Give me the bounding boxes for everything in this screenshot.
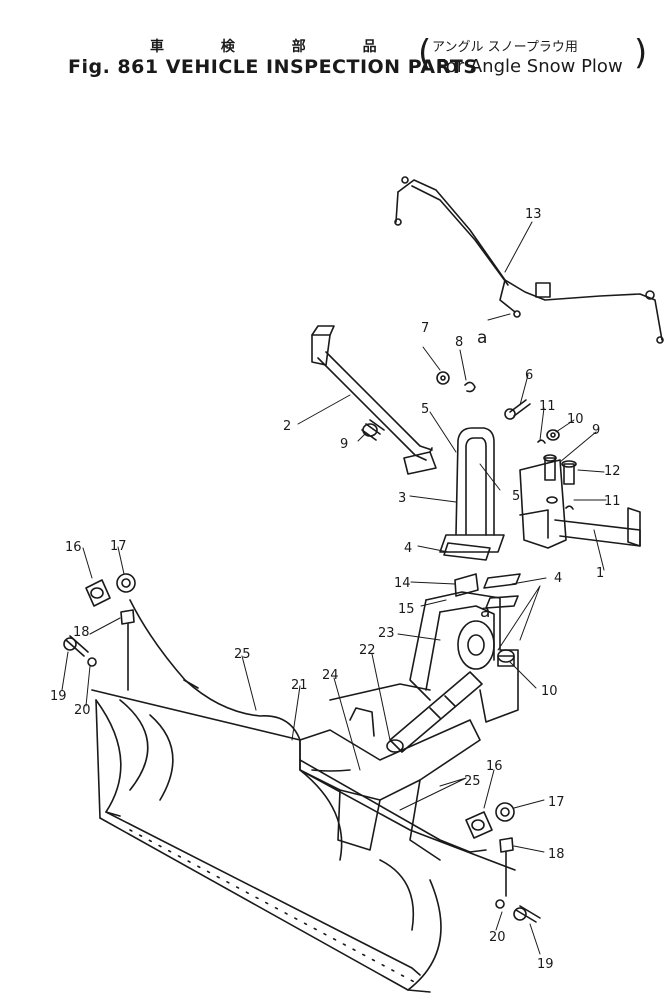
- callout-17: 17: [110, 539, 127, 554]
- callout-11b: 11: [604, 494, 621, 509]
- callout-1: 1: [596, 566, 604, 581]
- callout-4: 4: [404, 541, 412, 556]
- bolt-nut-washer-set: [361, 371, 577, 609]
- callout-17b: 17: [548, 795, 565, 810]
- callout-2: 2: [283, 419, 291, 434]
- callout-18b: 18: [548, 847, 565, 862]
- connector-marker-a-2: a: [480, 602, 490, 622]
- callout-9: 9: [340, 437, 348, 452]
- callout-20: 20: [74, 703, 91, 718]
- japanese-title: 車 検 部 品: [150, 39, 403, 55]
- callout-19: 19: [50, 689, 67, 704]
- callout-21: 21: [291, 678, 308, 693]
- callout-9b: 9: [592, 423, 600, 438]
- callout-22: 22: [359, 643, 376, 658]
- wiring-harness: [394, 176, 664, 344]
- callout-16b: 16: [486, 759, 503, 774]
- callout-24: 24: [322, 668, 339, 683]
- close-paren: ): [634, 33, 648, 73]
- figure-subtitle: For Angle Snow Plow: [436, 56, 623, 77]
- callout-20b: 20: [489, 930, 506, 945]
- callout-11: 11: [539, 399, 556, 414]
- callout-13: 13: [525, 207, 542, 222]
- hydraulic-cylinder: [329, 671, 483, 753]
- callout-8: 8: [455, 335, 463, 350]
- callout-16: 16: [65, 540, 82, 555]
- callout-15: 15: [398, 602, 415, 617]
- mirror-bracket: [311, 325, 437, 475]
- callout-25: 25: [234, 647, 251, 662]
- callout-10b: 10: [541, 684, 558, 699]
- callout-6: 6: [525, 368, 533, 383]
- callout-25b: 25: [464, 774, 481, 789]
- part-callouts: 1 2 3 4 4 5 5 6 7 8 9 9 10 10 11 11 12 1…: [50, 207, 621, 972]
- callout-5b: 5: [512, 489, 520, 504]
- u-bracket: [439, 427, 505, 553]
- snow-plow-blade: [91, 689, 516, 993]
- callout-4b: 4: [554, 571, 562, 586]
- japanese-subtitle: アングル スノープラウ用: [432, 40, 578, 55]
- open-paren: (: [418, 33, 432, 73]
- callout-7: 7: [421, 321, 429, 336]
- plow-frame-mount: [409, 591, 519, 723]
- light-cables: [129, 599, 471, 853]
- callout-19b: 19: [537, 957, 554, 972]
- leader-lines: [61, 221, 607, 955]
- callout-18: 18: [73, 625, 90, 640]
- connector-marker-a: a: [477, 328, 487, 348]
- side-bracket: [519, 459, 641, 549]
- callout-10: 10: [567, 412, 584, 427]
- right-marker-lamp: [465, 802, 541, 923]
- callout-3: 3: [398, 491, 406, 506]
- left-marker-lamp: [63, 573, 136, 691]
- figure-title: Fig. 861 VEHICLE INSPECTION PARTS: [68, 56, 478, 78]
- callout-23: 23: [378, 626, 395, 641]
- callout-14: 14: [394, 576, 411, 591]
- callout-12: 12: [604, 464, 621, 479]
- callout-5: 5: [421, 402, 429, 417]
